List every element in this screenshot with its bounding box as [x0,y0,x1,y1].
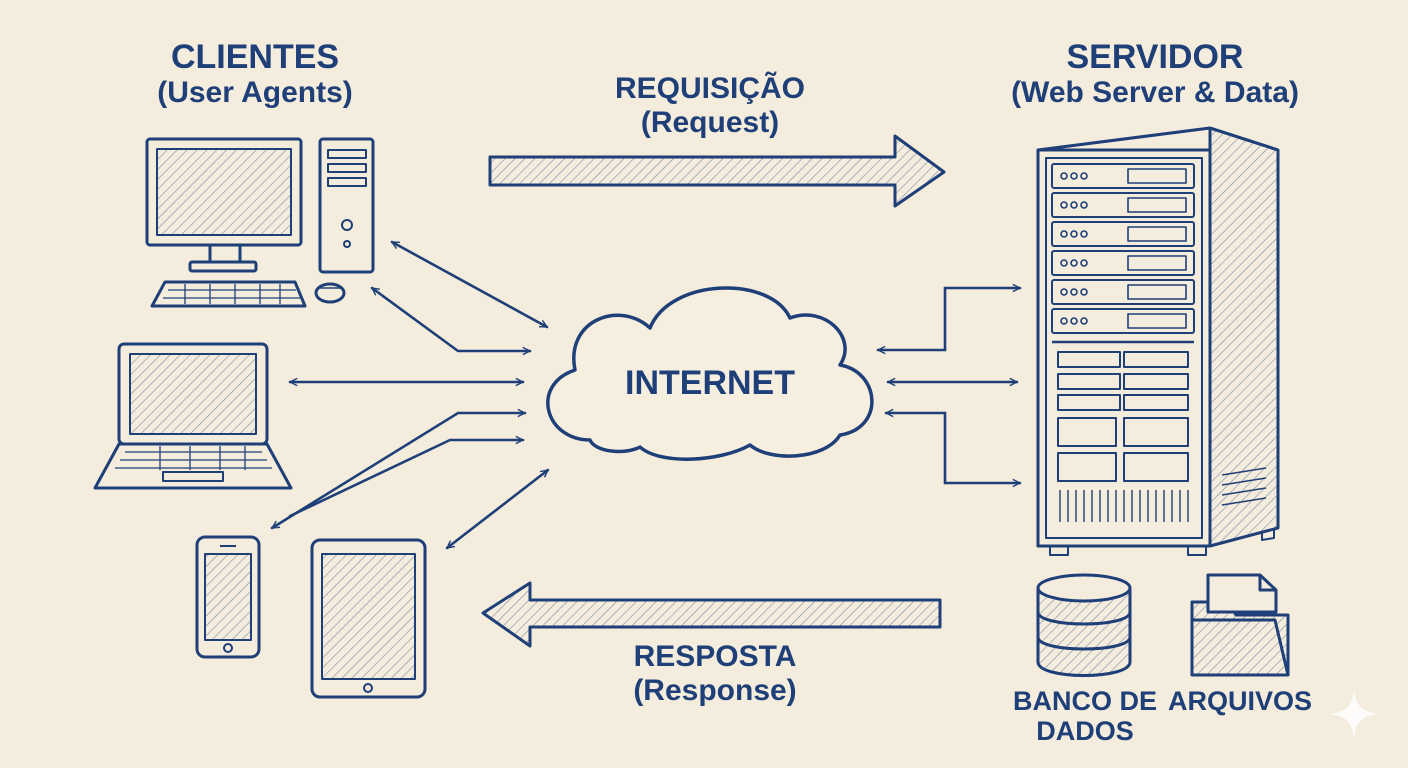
clients-heading: CLIENTES (User Agents) [150,38,360,110]
server-connections [876,288,1022,483]
server-title: SERVIDOR [1066,38,1244,76]
server-subtitle: (Web Server & Data) [1011,76,1299,110]
database-label: BANCO DE DADOS [1010,686,1160,746]
database-icon [1036,573,1132,677]
request-arrow [488,134,946,208]
server-heading: SERVIDOR (Web Server & Data) [985,38,1325,110]
folder-icon [1190,573,1290,677]
request-title: REQUISIÇÃO [614,72,806,105]
response-arrow [481,581,942,648]
response-title: RESPOSTA [633,640,797,673]
internet-text: INTERNET [625,364,795,402]
internet-cloud [546,286,874,461]
response-subtitle: (Response) [633,673,797,707]
database-line1: BANCO DE [1012,686,1157,716]
server-units [1051,163,1267,522]
clients-title: CLIENTES [170,38,340,76]
link-tablet-internet [445,468,550,550]
files-label: ARQUIVOS [1165,686,1315,716]
sparkle-icon [1330,690,1378,738]
request-label: REQUISIÇÃO (Request) [590,72,830,139]
link-desktop-internet-1 [392,240,547,329]
link-phone-internet-2 [288,440,525,518]
request-subtitle: (Request) [640,105,780,139]
link-internet-server-1 [876,288,1022,350]
link-phone-internet-1 [272,413,527,530]
laptop-icon [93,342,293,490]
smartphone-icon [195,535,261,659]
response-label: RESPOSTA (Response) [600,640,830,707]
database-line2: DADOS [1036,716,1134,747]
link-desktop-internet-2 [370,286,532,351]
client-connections [272,240,550,550]
tablet-icon [310,538,427,699]
files-text: ARQUIVOS [1167,686,1313,716]
clients-subtitle: (User Agents) [157,76,353,110]
server-rack-icon [1036,126,1280,556]
link-internet-server-3 [884,413,1022,483]
desktop-computer-icon [145,137,375,308]
internet-label: INTERNET [600,364,820,402]
